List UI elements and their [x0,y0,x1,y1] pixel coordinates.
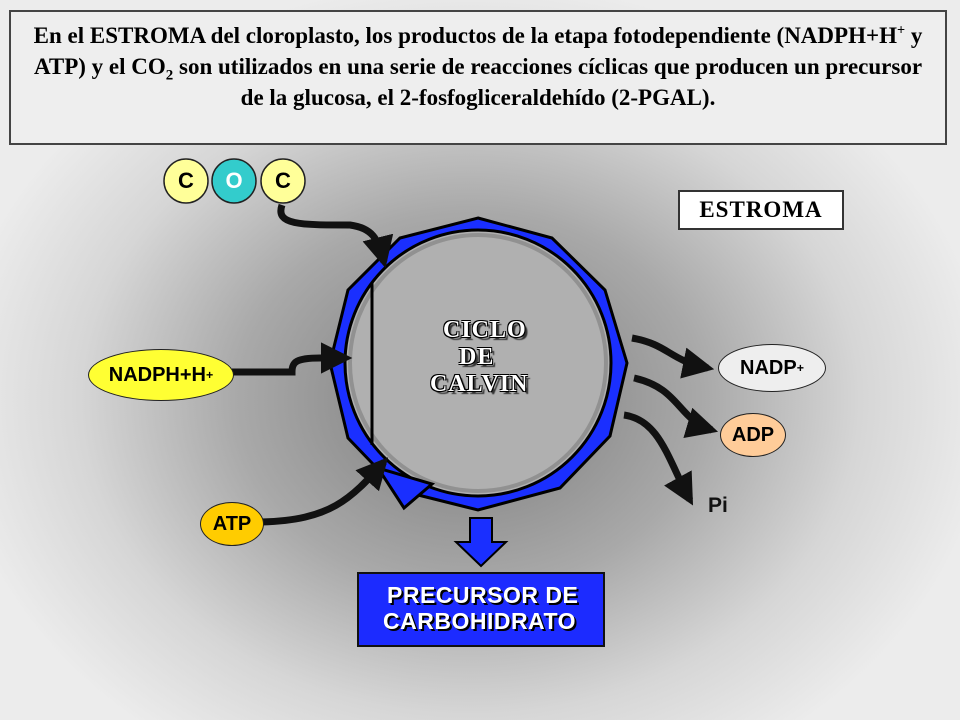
co2-letter-left: C [178,168,194,193]
adp-arrow [633,374,719,438]
co2-molecule [163,158,306,204]
co2-letter-mid: O [225,168,243,193]
header-text-2: del cloroplasto, los productos de la eta… [204,23,897,48]
co2-letter-right: C [275,168,291,193]
cycle-label-line3: CALVIN [430,371,529,397]
cycle-label-line1: CICLO [443,317,527,343]
cycle-arrowhead [374,465,436,511]
atp-label: ATP [212,512,252,535]
precursor-down-arrow [453,517,509,568]
header-text-1: En el [33,23,90,48]
adp-label: ADP [731,423,775,446]
atp-ellipse: ATP [200,502,264,546]
nadp-ellipse: NADP+ [718,344,826,392]
precursor-line2: CARBOHIDRATO [383,608,576,634]
nadph-ellipse: NADPH+H+ [88,349,234,401]
nadph-label: NADPH+H [108,363,206,386]
precursor-box: PRECURSOR DE CARBOHIDRATO [357,572,605,647]
header-text-4: son utilizados en una serie de reaccione… [173,54,923,110]
adp-ellipse: ADP [720,413,786,457]
cycle-ring [328,216,629,512]
estroma-label-box: ESTROMA [678,190,844,230]
nadp-arrow [631,334,715,379]
pi-arrow [623,411,694,506]
nadp-label: NADP [740,356,797,379]
header-estroma-word: ESTROMA [89,23,205,48]
pi-label: Pi [708,494,728,517]
atp-arrow [261,457,389,526]
cycle-label-line2: DE [459,344,495,370]
co2-arrow [277,203,394,269]
co2-oxygen [211,158,257,204]
co2-carbon-right [260,158,306,204]
nadph-arrow [232,342,353,376]
precursor-line1: PRECURSOR DE [387,582,579,608]
header-text-box: En el ESTROMA del cloroplasto, los produ… [9,10,947,145]
co2-carbon-left [163,158,209,204]
header-co2-sub: 2 [165,67,174,84]
header-plus-sup: + [896,22,906,39]
header-text-3: y ATP) y el CO [33,23,923,79]
